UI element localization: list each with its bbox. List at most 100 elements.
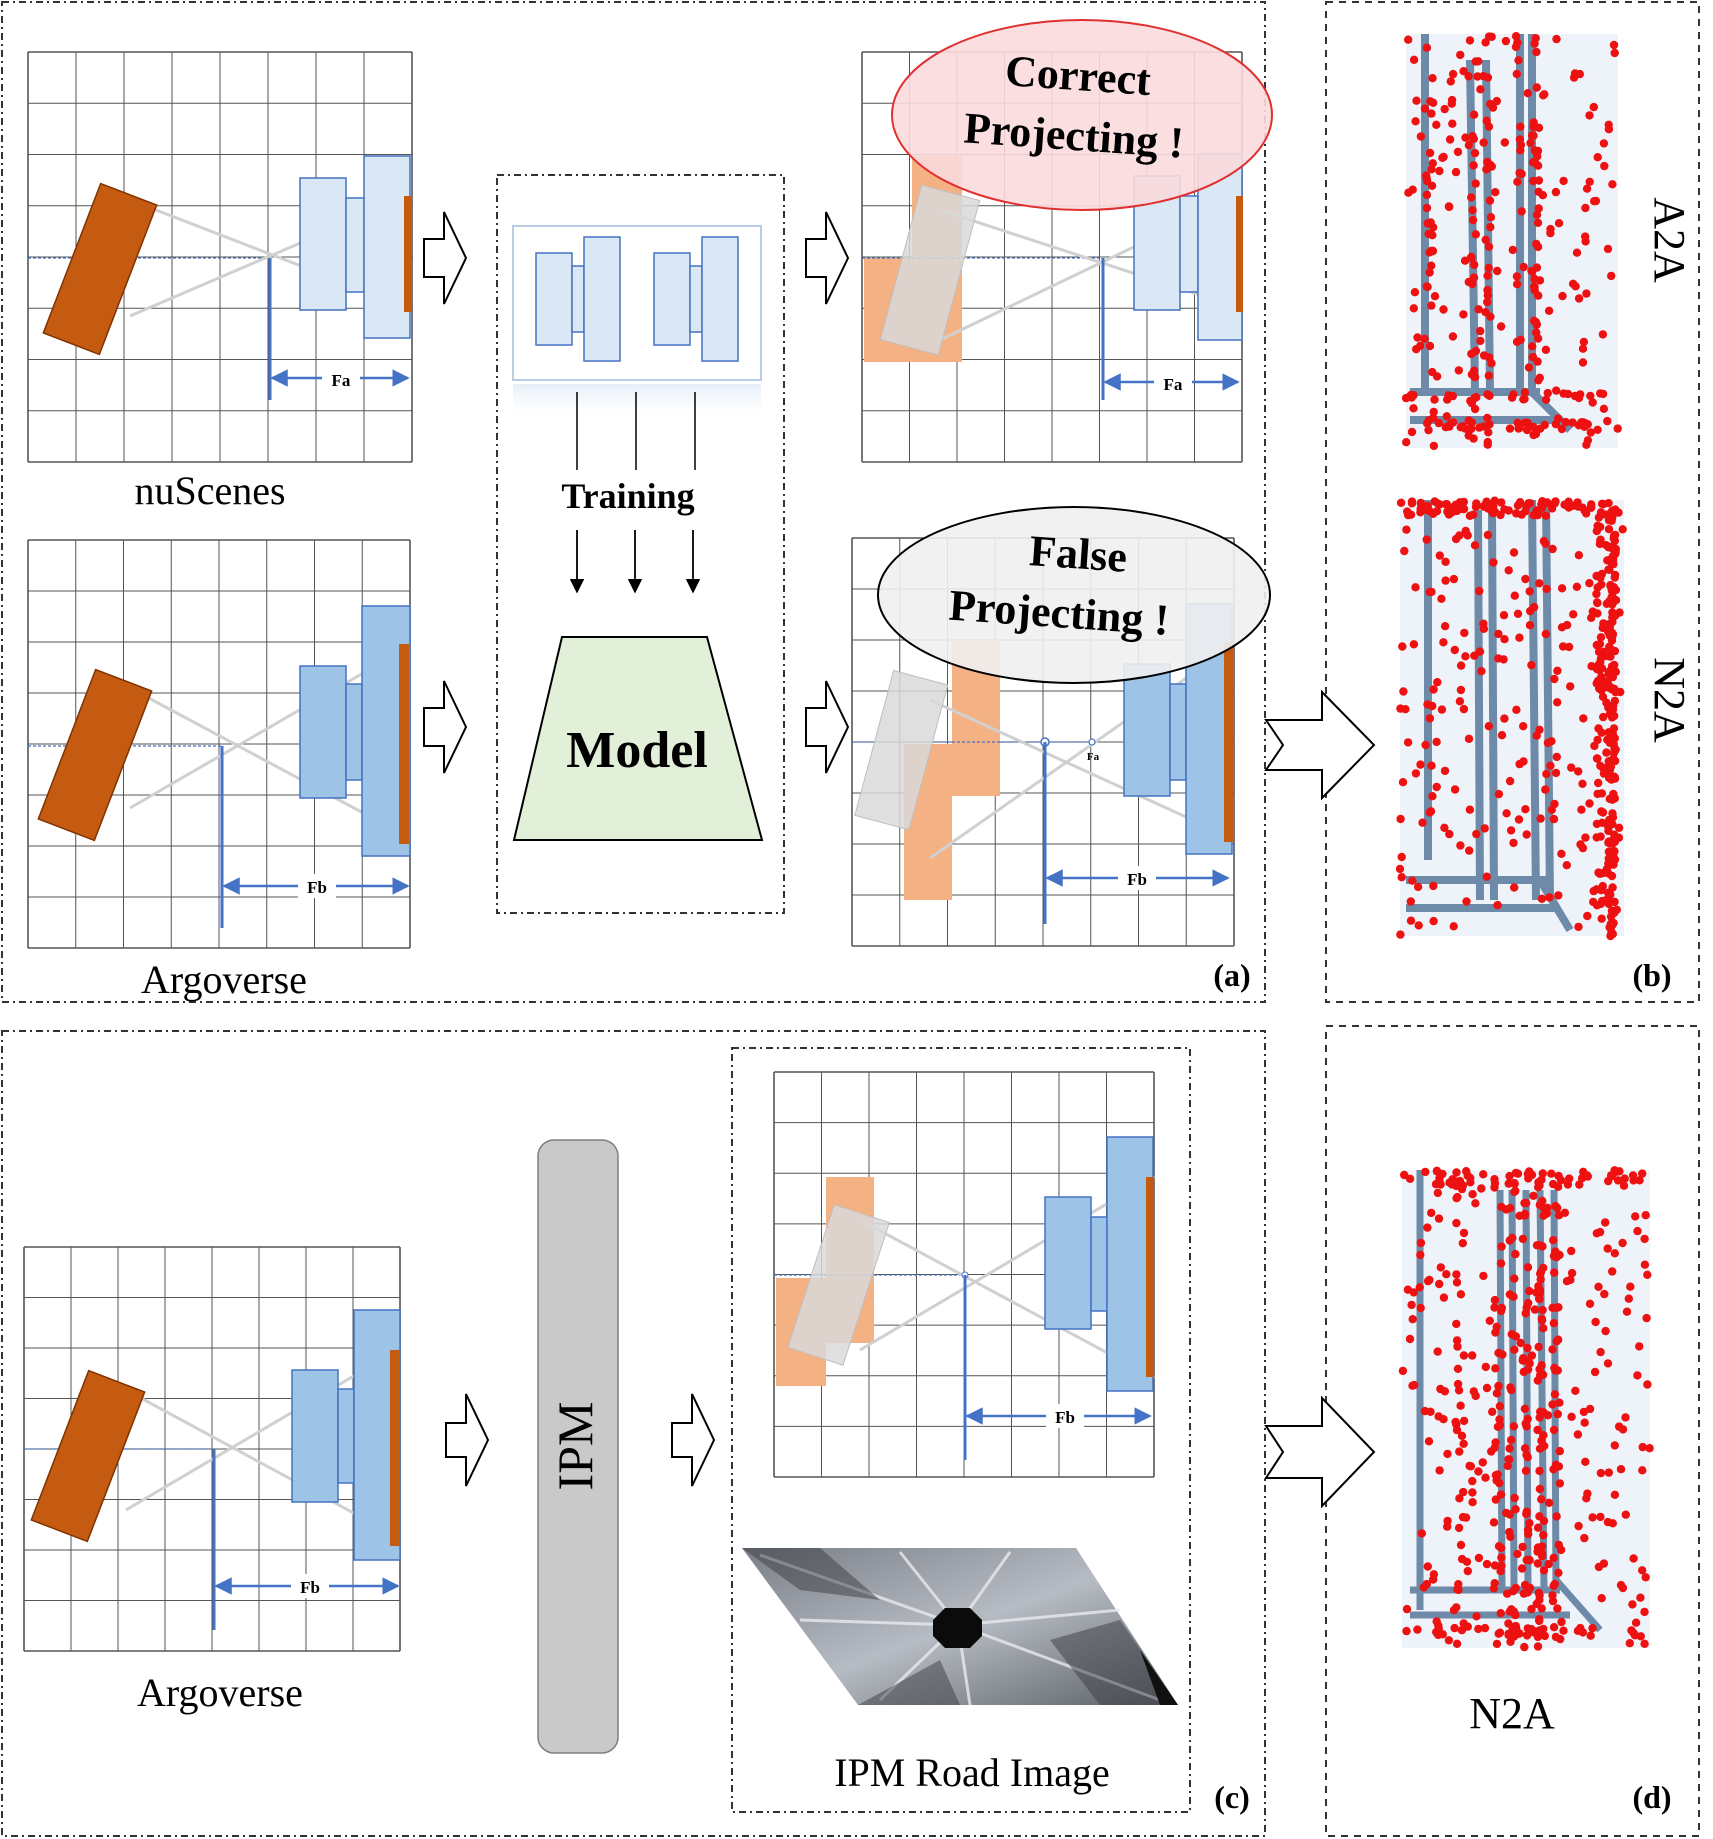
map-point <box>1459 1439 1468 1449</box>
map-point <box>1472 1612 1481 1621</box>
map-point <box>1561 417 1570 427</box>
map-point <box>1580 1418 1589 1427</box>
map-point <box>1400 1170 1409 1180</box>
map-point <box>1574 767 1583 776</box>
map-point <box>1510 1274 1519 1283</box>
map-point <box>1485 1316 1495 1326</box>
map-point <box>1546 228 1555 238</box>
map-point <box>1518 1542 1527 1552</box>
map-point <box>1514 424 1523 433</box>
map-point <box>1524 1529 1533 1539</box>
map-point <box>1603 1359 1613 1368</box>
map-point <box>1468 1498 1477 1507</box>
map-point <box>1399 687 1408 696</box>
map-point <box>1470 651 1479 660</box>
panel-b-letter: (b) <box>1632 957 1671 993</box>
map-point <box>1535 1444 1545 1453</box>
map-point <box>1427 587 1436 597</box>
map-point <box>1425 1275 1434 1285</box>
map-point <box>1423 700 1432 709</box>
map-point <box>1444 1636 1454 1645</box>
correct-callout-ellipse <box>891 19 1273 211</box>
panel-b-frame <box>1325 1 1700 1003</box>
map-point <box>1489 1584 1499 1593</box>
map-point <box>1510 1187 1519 1197</box>
map-point <box>1467 424 1476 434</box>
argoverse-diagram-a: Fb <box>28 605 411 928</box>
panel-a-frame <box>1 1 1266 1003</box>
map-point <box>1583 1171 1592 1180</box>
map-point <box>1596 1468 1606 1478</box>
map-point <box>1591 1317 1600 1327</box>
map-point <box>1463 1566 1473 1576</box>
map-point <box>1607 775 1616 784</box>
map-point <box>1523 89 1533 98</box>
map-point <box>1484 428 1493 437</box>
map-point <box>1445 829 1454 839</box>
map-point <box>1600 1289 1609 1299</box>
map-point <box>1457 1431 1467 1441</box>
map-point <box>1638 1169 1647 1178</box>
map-point <box>1408 876 1417 885</box>
map-point <box>1459 704 1469 714</box>
map-point <box>1625 1639 1635 1648</box>
map-point <box>1532 210 1542 219</box>
ipm-output-box <box>731 1047 1191 1813</box>
map-point <box>1579 714 1588 723</box>
map-point <box>1454 1523 1464 1533</box>
map-point <box>1578 358 1588 367</box>
map-point <box>1541 511 1551 520</box>
car-icon <box>37 668 153 842</box>
map-point <box>1459 310 1468 319</box>
fb-label: Fb <box>307 878 327 897</box>
map-point <box>1587 613 1596 622</box>
map-point <box>1506 826 1516 835</box>
map-point <box>1553 1409 1563 1419</box>
map-point <box>1494 654 1503 663</box>
map-point <box>1424 425 1433 435</box>
map-point <box>1503 1461 1512 1471</box>
map-point <box>1607 662 1617 671</box>
map-point <box>1468 215 1478 225</box>
map-point <box>1578 779 1587 788</box>
map-point <box>1461 652 1470 661</box>
map-point <box>1396 498 1406 507</box>
map-point <box>1603 244 1613 254</box>
map-point <box>1426 218 1435 227</box>
map-point <box>1535 1591 1544 1600</box>
map-point <box>1554 1303 1563 1312</box>
map-point <box>1539 1431 1548 1440</box>
map-point <box>1522 1198 1531 1208</box>
map-point <box>1609 724 1619 733</box>
map-point <box>1477 667 1486 676</box>
map-point <box>1491 1364 1500 1373</box>
map-point <box>1533 1425 1542 1435</box>
map-point <box>1398 1366 1408 1376</box>
argoverse-diagram-c: Fb <box>24 1309 401 1630</box>
map-point <box>1569 610 1578 619</box>
map-point <box>1468 1351 1477 1360</box>
fa-label: Fa <box>1164 375 1183 394</box>
map-point <box>1505 776 1515 786</box>
map-point <box>1465 36 1475 45</box>
map-point <box>1516 122 1525 131</box>
map-point <box>1539 1211 1548 1220</box>
map-point <box>1536 1267 1546 1277</box>
map-point <box>1426 1407 1435 1417</box>
map-point <box>1499 611 1509 620</box>
map-point <box>1498 1350 1507 1359</box>
map-point <box>1604 525 1614 534</box>
map-point <box>1500 138 1510 147</box>
map-point <box>1532 83 1542 92</box>
map-point <box>1490 1179 1500 1188</box>
map-point <box>1479 351 1489 360</box>
map-point <box>1492 96 1502 106</box>
map-point <box>1402 1604 1412 1614</box>
map-point <box>1593 583 1602 592</box>
map-point <box>1598 389 1608 399</box>
image-plane <box>404 196 411 312</box>
map-point <box>1425 148 1435 158</box>
map-point <box>1416 132 1426 141</box>
map-point <box>1495 1478 1504 1488</box>
